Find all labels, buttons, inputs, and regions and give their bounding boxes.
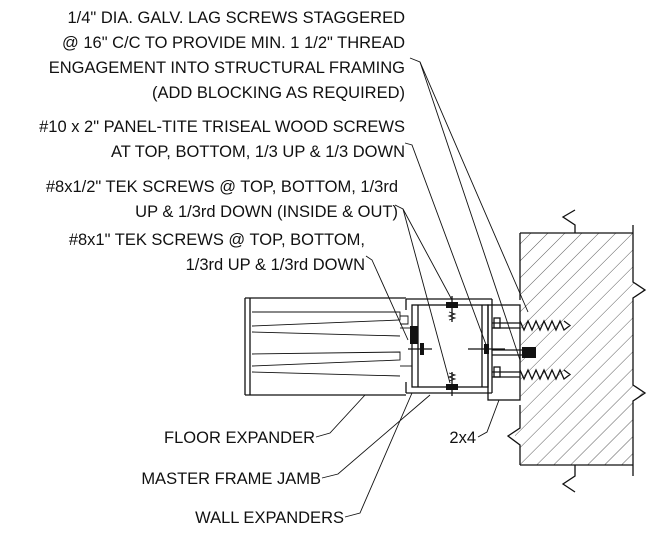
svg-text:#8x1" TEK SCREWS @ TOP, BOTTOM: #8x1" TEK SCREWS @ TOP, BOTTOM,	[69, 231, 365, 249]
structural-wall	[506, 209, 647, 493]
svg-text:ENGAGEMENT INTO STRUCTURAL FRA: ENGAGEMENT INTO STRUCTURAL FRAMING	[49, 59, 405, 77]
callout-tek-one: #8x1" TEK SCREWS @ TOP, BOTTOM, 1/3rd UP…	[69, 231, 365, 274]
lag-screw-middle	[492, 347, 536, 358]
svg-text:@ 16" C/C TO PROVIDE MIN. 1 1/: @ 16" C/C TO PROVIDE MIN. 1 1/2" THREAD	[62, 34, 405, 52]
callout-master-frame-jamb: MASTER FRAME JAMB	[141, 470, 321, 488]
tek-screw-2	[446, 372, 458, 396]
callout-tek-half: #8x1/2" TEK SCREWS @ TOP, BOTTOM, 1/3rd …	[46, 178, 398, 221]
wood-screw	[468, 344, 505, 354]
callout-panel-tite: #10 x 2" PANEL-TITE TRISEAL WOOD SCREWS …	[39, 118, 405, 161]
lag-screws	[492, 319, 572, 381]
svg-text:#10 x 2" PANEL-TITE TRISEAL WO: #10 x 2" PANEL-TITE TRISEAL WOOD SCREWS	[39, 118, 405, 136]
svg-text:#8x1/2" TEK SCREWS @ TOP, BOTT: #8x1/2" TEK SCREWS @ TOP, BOTTOM, 1/3rd	[46, 178, 398, 196]
svg-text:(ADD BLOCKING AS REQUIRED): (ADD BLOCKING AS REQUIRED)	[152, 84, 405, 102]
svg-text:1/3rd UP & 1/3rd DOWN: 1/3rd UP & 1/3rd DOWN	[186, 256, 365, 274]
leaders	[315, 57, 529, 518]
svg-text:UP & 1/3rd DOWN (INSIDE & OUT): UP & 1/3rd DOWN (INSIDE & OUT)	[135, 203, 398, 221]
callout-floor-expander: FLOOR EXPANDER	[164, 429, 315, 447]
callout-2x4: 2x4	[449, 429, 476, 447]
callout-wall-expanders: WALL EXPANDERS	[195, 509, 344, 527]
tek-screws	[408, 296, 505, 396]
tek-screw-3	[408, 343, 432, 355]
tek-screw-1	[446, 296, 458, 322]
floor-expander	[244, 297, 412, 396]
callout-lag-screws: 1/4" DIA. GALV. LAG SCREWS STAGGERED @ 1…	[49, 9, 405, 102]
svg-text:AT TOP, BOTTOM, 1/3 UP & 1/3 D: AT TOP, BOTTOM, 1/3 UP & 1/3 DOWN	[111, 143, 405, 161]
two-by-four-block	[487, 304, 521, 401]
svg-text:1/4" DIA. GALV. LAG SCREWS STA: 1/4" DIA. GALV. LAG SCREWS STAGGERED	[68, 9, 406, 27]
